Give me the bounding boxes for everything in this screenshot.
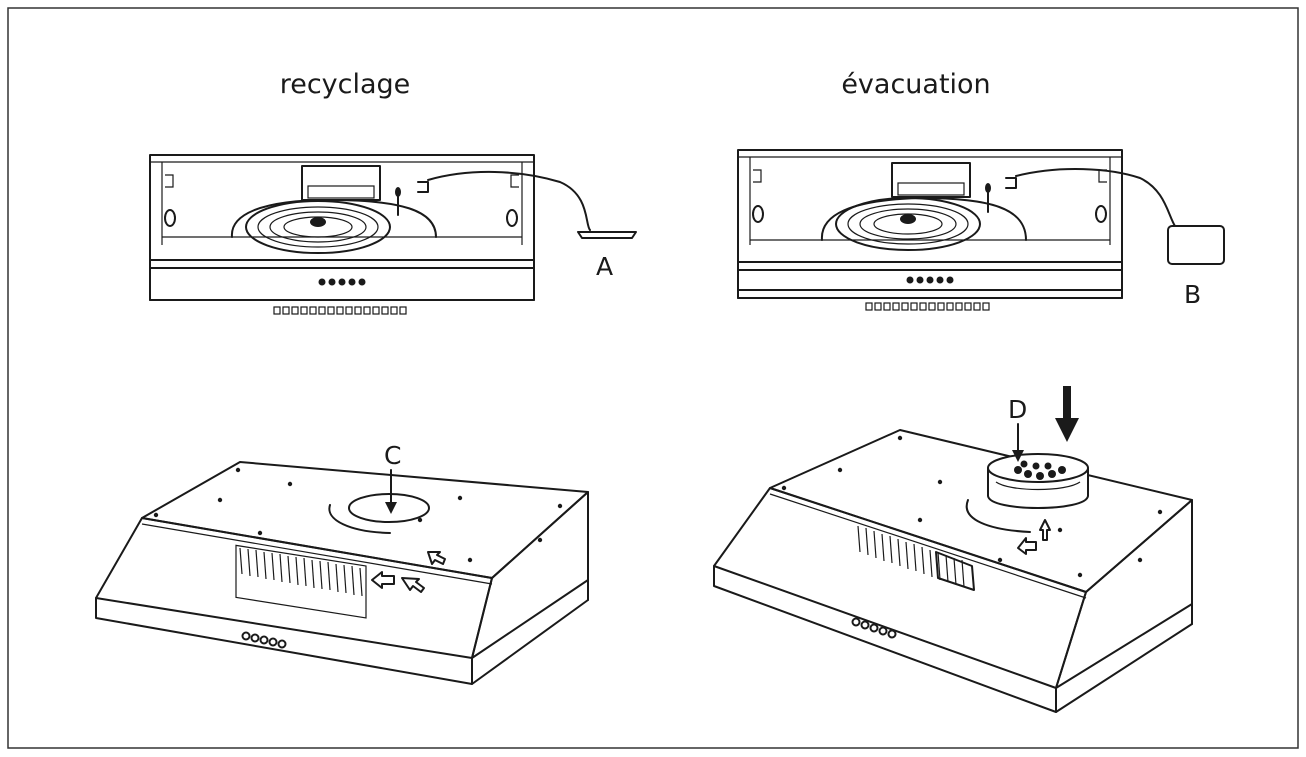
control-buttons [906, 276, 954, 284]
diagram-frame [7, 7, 1299, 749]
vent-slots [865, 302, 990, 311]
control-buttons [241, 631, 287, 649]
front-vent-grille [235, 544, 367, 619]
label-d: D [1008, 395, 1027, 424]
hood-interior-recyclage [149, 154, 637, 315]
carbon-filter-b [1167, 225, 1225, 265]
heading-evacuation: évacuation [841, 69, 990, 100]
arrow-c [385, 469, 397, 514]
heading-recyclage: recyclage [280, 69, 411, 100]
hood-perspective-evacuation [713, 429, 1193, 713]
label-a: A [596, 252, 613, 281]
front-vent-grille [857, 525, 975, 591]
hood-perspective-recyclage [95, 461, 589, 685]
vent-slots [273, 306, 407, 315]
control-buttons [851, 617, 897, 639]
hood-interior-evacuation [737, 149, 1225, 311]
recirculation-filter-a [577, 231, 637, 239]
control-buttons [318, 278, 366, 286]
exhaust-collar-d [987, 453, 1089, 509]
label-c: C [384, 441, 401, 470]
arrow-d [1012, 423, 1024, 462]
label-b: B [1184, 280, 1201, 309]
airflow-down-arrow [1055, 386, 1079, 442]
